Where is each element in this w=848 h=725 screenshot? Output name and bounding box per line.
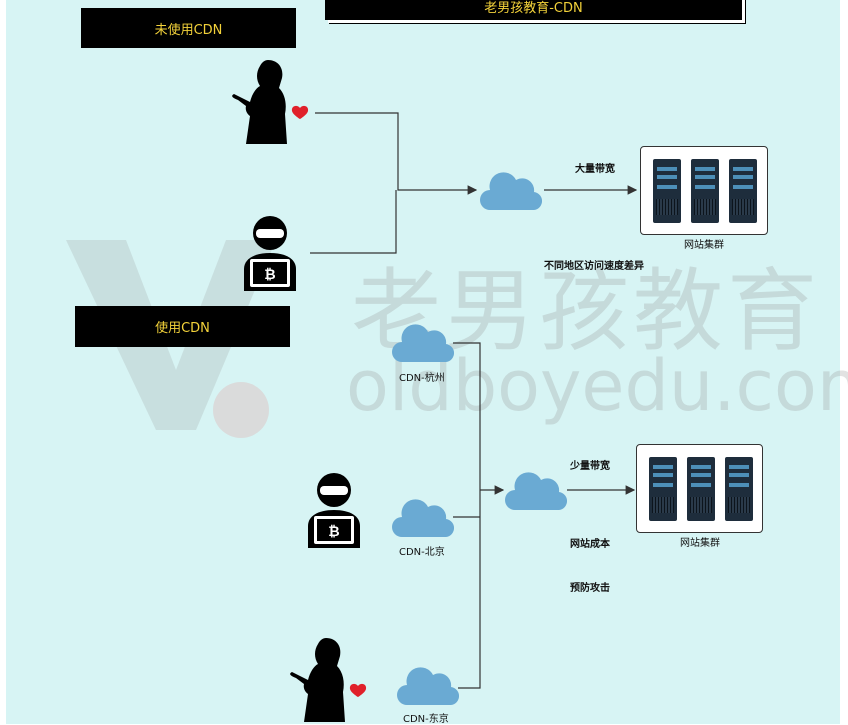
server-cluster (640, 146, 768, 235)
diagram-canvas: 老男孩教育 oldboyedu.com 老男孩教育-CDN 未使用CDN 使用C… (6, 0, 848, 725)
label-with-cdn: 使用CDN (75, 306, 290, 347)
cdn-node-label: CDN-北京 (399, 547, 445, 558)
watermark-logo (66, 240, 276, 440)
woman-user-icon (232, 60, 309, 144)
cluster-label: 网站集群 (680, 538, 720, 549)
bandwidth-label: 大量带宽 (575, 164, 615, 175)
hacker-user-icon: ₿ (308, 473, 360, 548)
defense-note: 预防攻击 (570, 583, 610, 594)
cluster-label: 网站集群 (684, 240, 724, 251)
svg-text:₿: ₿ (328, 524, 339, 540)
cloud-icon (397, 667, 459, 705)
woman-user-icon (290, 638, 367, 722)
cdn-node-label: CDN-东京 (403, 714, 449, 725)
diagram-title: 老男孩教育-CDN (325, 0, 742, 20)
bandwidth-label: 少量带宽 (570, 461, 610, 472)
hacker-user-icon: ₿ (244, 216, 296, 291)
cost-note: 网站成本 (570, 539, 610, 550)
speed-note: 不同地区访问速度差异 (544, 261, 644, 272)
cloud-icon (392, 499, 454, 537)
cloud-icon (505, 472, 567, 510)
connector-lines (310, 112, 638, 689)
cloud-icon (392, 324, 454, 362)
cdn-node-label: CDN-杭州 (399, 373, 445, 384)
cloud-icon (480, 172, 542, 210)
server-cluster (636, 444, 763, 533)
svg-text:₿: ₿ (264, 267, 275, 283)
label-without-cdn: 未使用CDN (81, 8, 296, 48)
